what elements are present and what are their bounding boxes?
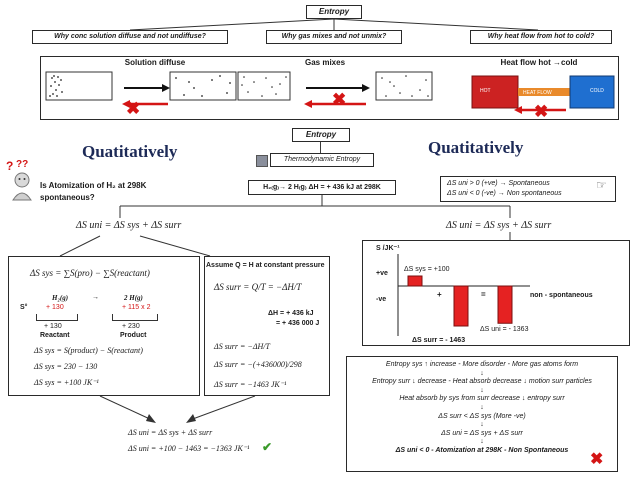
svg-text:??: ?? [16, 159, 28, 170]
chart-equals: = [481, 290, 486, 299]
uni-equation-left: ΔS uni = ΔS sys + ΔS surr [76, 220, 182, 231]
thermodynamic-entropy-box: Thermodynamic Entropy [270, 153, 374, 167]
bracket-reactant [36, 314, 78, 321]
chart-verdict: non - spontaneous [530, 292, 593, 299]
thinking-person-icon: ? ?? [6, 159, 32, 201]
svg-text:?: ? [6, 159, 13, 173]
entropy-mid-box: Entropy [292, 128, 350, 142]
summary-line-1: Entropy sys ↑ increase - More disorder -… [385, 361, 579, 368]
reaction-box: H₂₍g₎→ 2 H₍g₎ ΔH = + 436 kJ at 298K [248, 180, 396, 195]
check-icon: ✔ [262, 440, 273, 454]
summary-arrow-1: ↓ [480, 369, 484, 377]
entropy-bar-chart [362, 240, 630, 346]
sys-step-1: ΔS sys = S(product) − S(reactant) [34, 346, 143, 355]
s-standard-label: S° [20, 304, 28, 311]
panel-label-gas: Gas mixes [304, 58, 346, 67]
sys-step-2: ΔS sys = 230 − 130 [34, 362, 98, 371]
dh-value-j: = + 436 000 J [276, 320, 320, 327]
chart-plot [397, 254, 530, 336]
bar-label-surr: ΔS surr = - 1463 [412, 337, 466, 344]
assume-q-h: Assume Q = H at constant pressure [206, 262, 325, 269]
red-x-gas: ✖ [332, 90, 347, 109]
surr-step-2: ΔS surr = −(+436000)/298 [214, 360, 302, 369]
sys-step-3: ΔS sys = +100 JK⁻¹ [34, 378, 99, 387]
summary-line-5: ΔS uni = ΔS sys + ΔS surr [441, 429, 523, 437]
summary-arrow-2: ↓ [480, 386, 484, 394]
role-product: Product [120, 332, 147, 339]
sys-calc-box [8, 256, 200, 396]
rule-non-spontaneous: ΔS uni < 0 (-ve) → Non spontaneous [447, 190, 562, 197]
summary-arrow-4: ↓ [480, 421, 484, 429]
bar-label-uni: ΔS uni = - 1363 [480, 326, 529, 333]
s-total-product: + 230 [122, 323, 140, 330]
surr-step-1: ΔS surr = −ΔH/T [214, 342, 270, 351]
chart-ylabel: S /JK⁻¹ [376, 245, 400, 252]
hand-pointer-icon: ☞ [596, 178, 607, 192]
panel-label-diffuse: Solution diffuse [124, 58, 186, 67]
heat-label-cold: COLD [590, 88, 604, 94]
chart-bar-sys [407, 275, 423, 287]
rule-spontaneous: ΔS uni > 0 (+ve) → Spontaneous [447, 180, 550, 187]
heat-flow-illustration [471, 75, 615, 114]
role-reactant: Reactant [40, 332, 70, 339]
summary-line-6: ΔS uni < 0 - Atomization at 298K - Non S… [395, 446, 569, 454]
bar-label-sys: ΔS sys = +100 [404, 266, 450, 273]
sys-sum-equation: ΔS sys = ∑S(pro) − ∑S(reactant) [30, 268, 150, 278]
thermo-icon [256, 155, 268, 167]
chart-pos-label: +ve [376, 270, 388, 277]
summary-arrow-5: ↓ [480, 438, 484, 446]
gas-mix-illustration [237, 71, 433, 108]
entropy-connector [320, 142, 321, 153]
red-x-summary: ✖ [590, 451, 604, 468]
heading-quantitatively-left: Quatitatively [82, 142, 178, 161]
atomization-question: Is Atomization of H₂ at 298K spontaneous… [40, 181, 147, 202]
red-x-diffuse: ✖ [126, 99, 141, 118]
surr-q-over-t: ΔS surr = Q/T = −ΔH/T [214, 282, 302, 292]
top-connectors [129, 18, 539, 31]
uni-equation-right: ΔS uni = ΔS sys + ΔS surr [446, 220, 552, 231]
summary-line-4: ΔS surr < ΔS sys (More -ve) [438, 412, 526, 420]
summary-line-2: Entropy surr ↓ decrease - Heat absorb de… [372, 378, 592, 386]
spontaneity-rules-box: ΔS uni > 0 (+ve) → Spontaneous ΔS uni < … [440, 176, 616, 202]
heat-label-hot: HOT [480, 88, 491, 94]
surr-step-3: ΔS surr = −1463 JK⁻¹ [214, 380, 287, 389]
species-reactant: H₂(g) [52, 294, 69, 302]
question-gas: Why gas mixes and not unmix? [266, 30, 402, 44]
panel-label-heat: Heat flow hot →cold [500, 58, 578, 67]
chart-bar-surr [453, 285, 469, 327]
bracket-product [112, 314, 158, 321]
s-value-product: + 115 x 2 [122, 304, 151, 311]
heat-label-flow: HEAT FLOW [523, 90, 552, 96]
summary-box: Entropy sys ↑ increase - More disorder -… [346, 356, 618, 472]
heading-quantitatively-right: Quatitatively [428, 138, 524, 157]
question-heat: Why heat flow from hot to cold? [470, 30, 612, 44]
surr-calc-box [204, 256, 330, 396]
s-total-reactant: + 130 [44, 323, 62, 330]
chart-neg-label: -ve [376, 296, 387, 303]
uni-equation-bottom: ΔS uni = ΔS sys + ΔS surr [128, 428, 213, 437]
species-arrow: → [92, 294, 99, 301]
summary-line-3: Heat absorb by sys from surr decrease ↓ … [399, 395, 565, 403]
question-diffuse: Why conc solution diffuse and not undiff… [32, 30, 228, 44]
entropy-top-box: Entropy [306, 5, 362, 19]
red-x-heat: ✖ [534, 102, 549, 121]
diffusion-illustration [45, 71, 237, 108]
summary-arrow-3: ↓ [480, 403, 484, 411]
species-product: 2 H(g) [124, 294, 143, 302]
s-value-reactant: + 130 [46, 304, 64, 311]
chart-bar-uni [497, 285, 513, 324]
uni-result-bottom: ΔS uni = +100 − 1463 = −1363 JK⁻¹ [128, 444, 250, 453]
chart-plus: + [437, 290, 442, 299]
dh-value-kj: ΔH = + 436 kJ [268, 310, 314, 317]
